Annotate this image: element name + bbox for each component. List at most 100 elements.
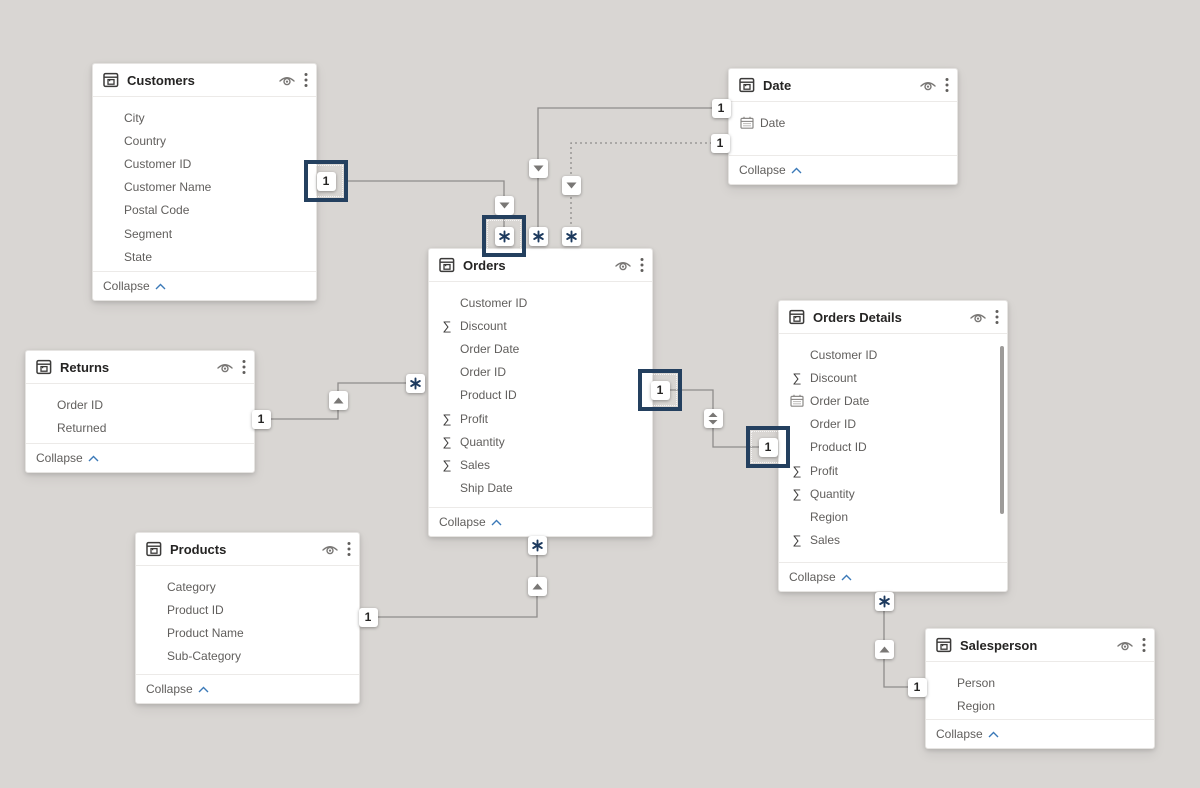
field-order-date[interactable]: Order Date [429,337,652,360]
field-region[interactable]: Region [926,694,1154,717]
field-country[interactable]: Country [93,129,316,152]
field-product-id[interactable]: Product ID [136,598,359,621]
field-product-id[interactable]: Product ID [779,436,1007,459]
filter-up-arrow-marker[interactable] [328,390,348,410]
kebab-menu-icon[interactable] [945,77,949,93]
collapse-link[interactable]: Collapse [103,279,166,293]
field-list: Date [729,102,957,155]
relationship-line-products-to-orders[interactable] [377,546,538,618]
field-product-id[interactable]: Product ID [429,384,652,407]
field-order-id[interactable]: Order ID [26,393,254,416]
field-postal-code[interactable]: Postal Code [93,199,316,222]
relationship-line-returns-to-orders[interactable] [271,382,424,420]
field-date[interactable]: Date [729,111,957,134]
field-returned[interactable]: Returned [26,416,254,439]
cardinality-one-marker[interactable]: 1 [710,133,730,153]
relationship-line-customers-to-orders[interactable] [346,180,505,236]
filter-down-arrow-marker[interactable] [561,175,581,195]
table-card-customers[interactable]: Customers [92,63,317,301]
cardinality-many-marker[interactable] [561,226,581,246]
kebab-menu-icon[interactable] [1142,637,1146,653]
table-card-header[interactable]: Orders Details [779,301,1007,334]
filter-up-arrow-marker[interactable] [874,639,894,659]
kebab-menu-icon[interactable] [347,541,351,557]
eye-icon[interactable] [969,310,987,324]
field-product-name[interactable]: Product Name [136,621,359,644]
field-region[interactable]: Region [779,505,1007,528]
kebab-menu-icon[interactable] [640,257,644,273]
table-card-header[interactable]: Date [729,69,957,102]
eye-icon[interactable] [216,360,234,374]
field-state[interactable]: State [93,245,316,268]
field-customer-name[interactable]: Customer Name [93,176,316,199]
field-quantity[interactable]: ∑ Quantity [779,482,1007,505]
field-category[interactable]: Category [136,575,359,598]
eye-icon[interactable] [321,542,339,556]
table-card-header[interactable]: Salesperson [926,629,1154,662]
filter-up-arrow-marker[interactable] [527,576,547,596]
field-sales[interactable]: ∑ Sales [779,529,1007,552]
field-discount[interactable]: ∑ Discount [429,314,652,337]
field-person[interactable]: Person [926,671,1154,694]
field-order-date[interactable]: Order Date [779,389,1007,412]
cardinality-one-marker[interactable]: 1 [711,98,731,118]
sigma-sum-icon: ∑ [792,486,802,501]
field-profit[interactable]: ∑ Profit [429,407,652,430]
cardinality-many-marker[interactable] [874,591,894,611]
vertical-scrollbar[interactable] [1000,346,1004,514]
cardinality-one-marker[interactable]: 1 [316,171,336,191]
field-sales[interactable]: ∑ Sales [429,453,652,476]
cardinality-one-marker[interactable]: 1 [358,607,378,627]
table-card-header[interactable]: Customers [93,64,316,97]
collapse-link[interactable]: Collapse [146,682,209,696]
table-card-orders-details[interactable]: Orders Details [778,300,1008,592]
cardinality-many-marker[interactable] [527,535,547,555]
cardinality-many-marker[interactable] [528,226,548,246]
filter-down-arrow-marker[interactable] [494,195,514,215]
field-profit[interactable]: ∑ Profit [779,459,1007,482]
field-list: Order ID Returned [26,384,254,443]
table-card-products[interactable]: Products [135,532,360,704]
field-ship-date[interactable]: Ship Date [429,477,652,500]
eye-icon[interactable] [919,78,937,92]
field-customer-id[interactable]: Customer ID [429,291,652,314]
field-sub-category[interactable]: Sub-Category [136,645,359,668]
field-order-id[interactable]: Order ID [779,413,1007,436]
cardinality-label: 1 [656,383,664,397]
cardinality-one-marker[interactable]: 1 [907,677,927,697]
eye-icon[interactable] [1116,638,1134,652]
eye-icon[interactable] [278,73,296,87]
kebab-menu-icon[interactable] [242,359,246,375]
field-customer-id[interactable]: Customer ID [93,152,316,175]
filter-both-arrow-marker[interactable] [703,408,723,428]
kebab-menu-icon[interactable] [995,309,999,325]
filter-down-arrow-marker[interactable] [528,158,548,178]
collapse-link[interactable]: Collapse [439,515,502,529]
field-label: Customer Name [124,180,212,195]
table-card-salesperson[interactable]: Salesperson [925,628,1155,749]
table-card-orders[interactable]: Orders Cu [428,248,653,537]
table-card-header[interactable]: Products [136,533,359,566]
field-order-id[interactable]: Order ID [429,361,652,384]
collapse-link[interactable]: Collapse [36,451,99,465]
relationship-line-date-to-orders[interactable] [537,107,712,236]
eye-icon[interactable] [614,258,632,272]
field-discount[interactable]: ∑ Discount [779,366,1007,389]
kebab-menu-icon[interactable] [304,72,308,88]
table-card-returns[interactable]: Returns O [25,350,255,473]
field-city[interactable]: City [93,106,316,129]
field-quantity[interactable]: ∑ Quantity [429,430,652,453]
relationship-line-date-to-orders[interactable] [570,142,712,236]
collapse-link[interactable]: Collapse [739,163,802,177]
table-card-date[interactable]: Date Date [728,68,958,185]
collapse-link[interactable]: Collapse [936,727,999,741]
table-card-header[interactable]: Orders [429,249,652,282]
field-segment[interactable]: Segment [93,222,316,245]
collapse-link[interactable]: Collapse [789,570,852,584]
cardinality-one-marker[interactable]: 1 [251,409,271,429]
cardinality-many-marker[interactable] [405,373,425,393]
table-card-header[interactable]: Returns [26,351,254,384]
calendar-icon [789,393,805,409]
field-customer-id[interactable]: Customer ID [779,343,1007,366]
